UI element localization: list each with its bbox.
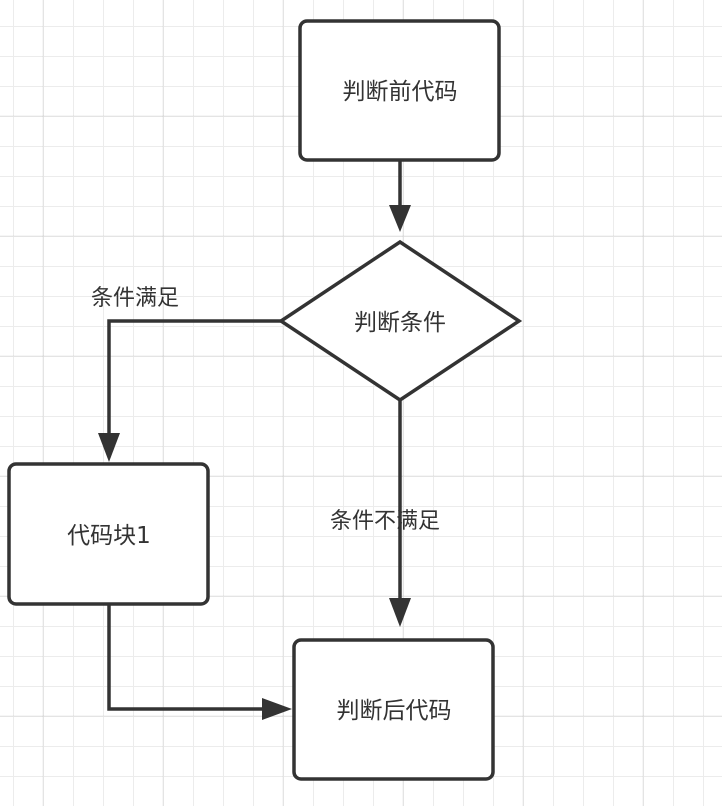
node-condition[interactable]: 判断条件 bbox=[277, 239, 523, 403]
arrowhead-icon bbox=[262, 698, 292, 720]
edge-label-condition-true: 条件满足 bbox=[91, 286, 179, 311]
connector-line bbox=[107, 319, 281, 440]
node-label: 代码块1 bbox=[67, 523, 151, 549]
node-after-code[interactable]: 判断后代码 bbox=[292, 638, 495, 781]
connector-line bbox=[107, 604, 270, 711]
process-box bbox=[7, 462, 210, 606]
edge-condition-to-after[interactable]: 条件不满足 bbox=[330, 400, 440, 627]
process-box bbox=[292, 638, 495, 781]
node-label: 判断前代码 bbox=[343, 79, 458, 105]
arrowhead-icon bbox=[389, 598, 411, 627]
edge-block1-to-after[interactable] bbox=[107, 604, 292, 720]
node-label: 判断条件 bbox=[354, 310, 446, 336]
arrowhead-icon bbox=[389, 205, 411, 232]
edge-before-to-condition[interactable] bbox=[389, 160, 411, 232]
node-before-code[interactable]: 判断前代码 bbox=[298, 19, 501, 162]
arrowhead-icon bbox=[98, 433, 120, 462]
edge-label-condition-false: 条件不满足 bbox=[330, 509, 440, 534]
process-box bbox=[298, 19, 501, 162]
edge-condition-to-block1[interactable]: 条件满足 bbox=[91, 286, 281, 462]
decision-diamond bbox=[277, 239, 523, 403]
node-code-block-1[interactable]: 代码块1 bbox=[7, 462, 210, 606]
node-label: 判断后代码 bbox=[337, 698, 452, 724]
